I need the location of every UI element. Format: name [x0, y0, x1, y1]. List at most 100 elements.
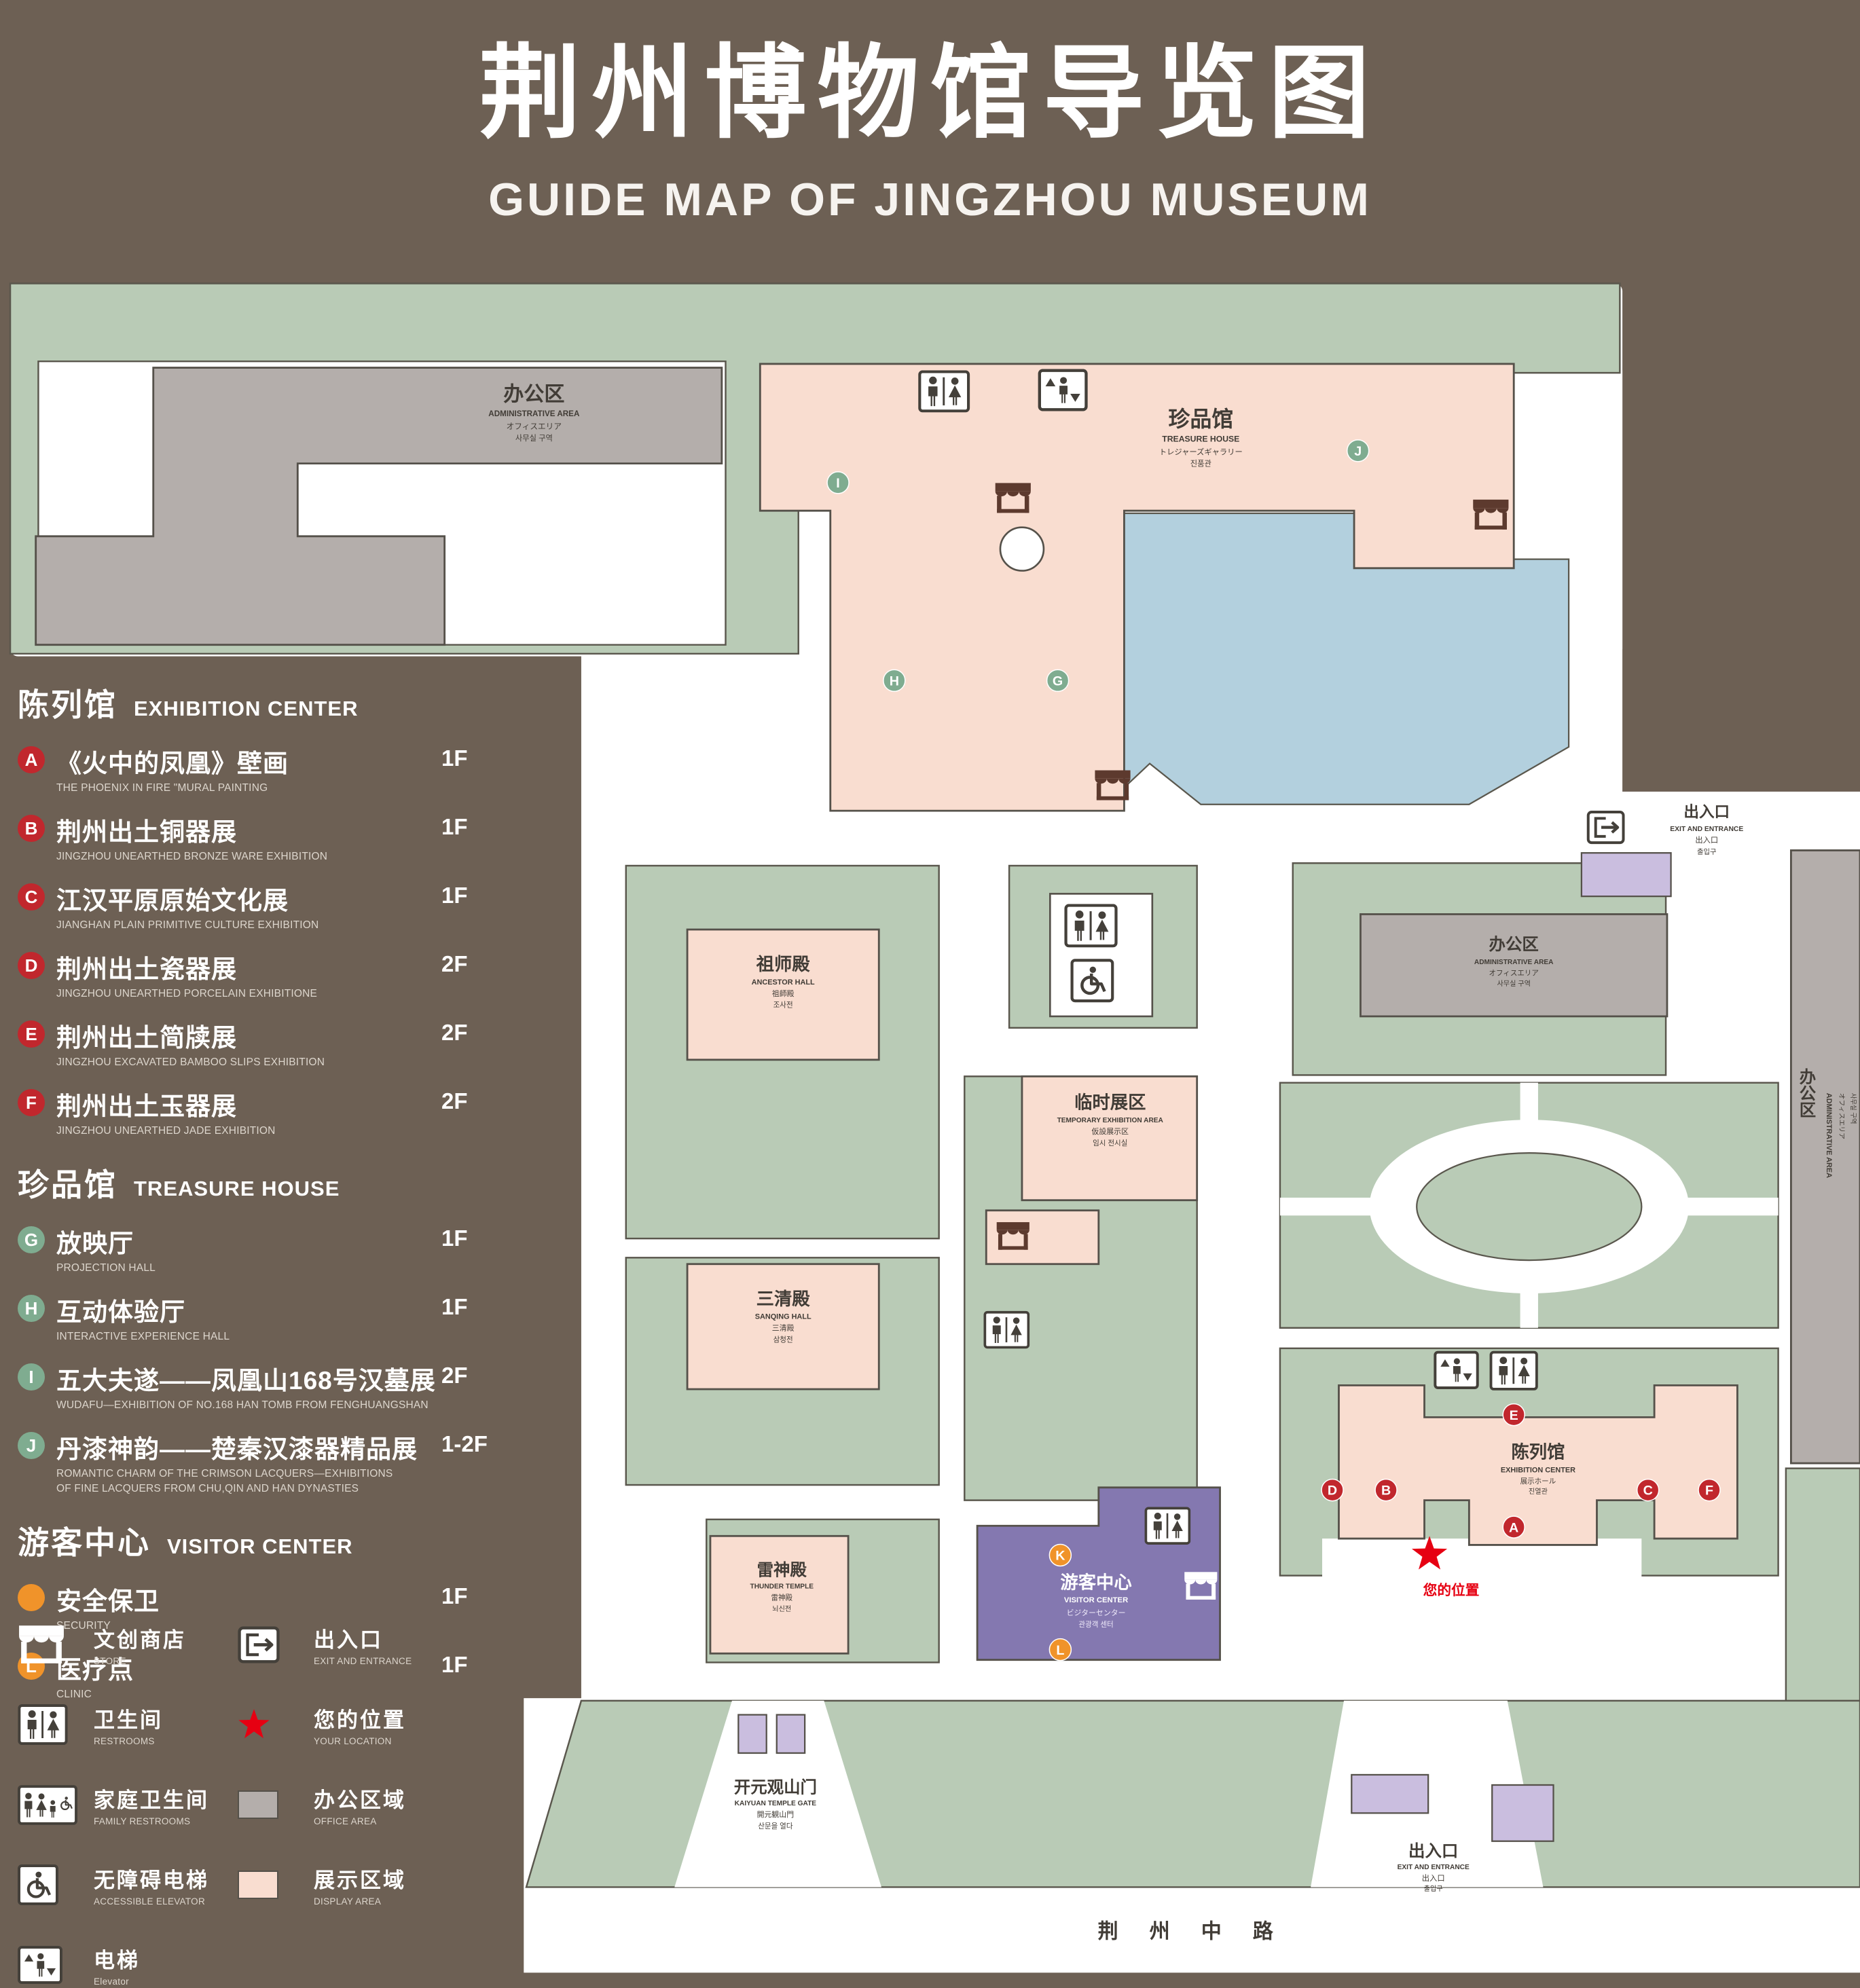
svg-text:祖師殿: 祖師殿 [772, 989, 795, 998]
map-marker-e: E [1502, 1403, 1525, 1426]
svg-text:산문을 열다: 산문을 열다 [758, 1822, 793, 1830]
svg-text:荆 州 中 路: 荆 州 中 路 [1098, 1921, 1286, 1943]
svg-text:출입구: 출입구 [1697, 847, 1717, 856]
marker-badge-b: B [18, 815, 45, 842]
svg-text:オフィスエリア: オフィスエリア [1838, 1093, 1846, 1139]
list-item-f: F 荆州出土玉器展 JINGZHOU UNEARTHED JADE EXHIBI… [18, 1086, 498, 1137]
list-item-l: L 医疗点 CLINIC 1F [18, 1649, 498, 1701]
restroom-icon [919, 371, 968, 411]
map-marker-a: A [1502, 1515, 1525, 1539]
svg-text:TREASURE HOUSE: TREASURE HOUSE [1162, 435, 1239, 444]
thunder-temple-building [709, 1534, 850, 1655]
marker-badge-k [18, 1584, 45, 1611]
floor-label: 1-2F [441, 1431, 488, 1456]
svg-text:KAIYUAN TEMPLE GATE: KAIYUAN TEMPLE GATE [735, 1800, 817, 1807]
marker-badge-i: I [18, 1363, 45, 1391]
svg-text:雷神殿: 雷神殿 [771, 1593, 792, 1602]
list-item-k: 安全保卫 SECURITY 1F [18, 1581, 498, 1632]
list-item-a: A 《火中的凤凰》壁画 THE PHOENIX IN FIRE "MURAL P… [18, 743, 498, 794]
gate-pad-2 [776, 1714, 806, 1754]
section-treasure-house: 珍品馆 TREASURE HOUSE [18, 1160, 498, 1205]
label-treasure-house: 珍品馆 TREASURE HOUSE トレジャーズギャラリー 진품관 [1159, 407, 1243, 468]
svg-text:临时展区: 临时展区 [1074, 1092, 1146, 1112]
list-item-b: B 荆州出土铜器展 JINGZHOU UNEARTHED BRONZE WARE… [18, 811, 498, 863]
svg-text:사무실 구역: 사무실 구역 [515, 434, 553, 443]
svg-text:珍品馆: 珍品馆 [1168, 407, 1233, 431]
svg-text:仮設展示区: 仮設展示区 [1092, 1126, 1129, 1136]
svg-text:開元観山門: 開元観山門 [757, 1809, 794, 1819]
label-exit-south: 出入口 EXIT AND ENTRANCE 出入口 출입구 [1398, 1841, 1470, 1893]
svg-text:三清殿: 三清殿 [756, 1289, 811, 1309]
svg-text:出入口: 出入口 [1408, 1841, 1458, 1860]
floor-label: 2F [441, 1363, 468, 1388]
map-marker-i: I [826, 471, 850, 494]
svg-text:EXHIBITION CENTER: EXHIBITION CENTER [1501, 1466, 1575, 1474]
accessible-elevator-icon [1072, 960, 1113, 1001]
elevator-icon [1040, 371, 1087, 410]
section-title-cn: 游客中心 [18, 1525, 151, 1560]
marker-badge-f: F [18, 1089, 45, 1116]
lawn-east-strip [1785, 1467, 1860, 1704]
admin-building-right [1360, 913, 1668, 1018]
svg-text:임시 전시실: 임시 전시실 [1093, 1139, 1127, 1147]
svg-text:办公区: 办公区 [503, 383, 564, 405]
display-area-swatch [238, 1871, 278, 1899]
svg-text:E: E [1510, 1408, 1518, 1423]
svg-text:C: C [1643, 1484, 1653, 1498]
svg-text:뇌신전: 뇌신전 [772, 1605, 791, 1613]
svg-text:I: I [836, 476, 839, 491]
label-thunder-temple: 雷神殿 THUNDER TEMPLE 雷神殿 뇌신전 [750, 1561, 814, 1614]
location-star-icon [238, 1709, 270, 1740]
svg-text:L: L [1056, 1643, 1064, 1658]
store-icon [18, 1623, 65, 1665]
svg-text:조사전: 조사전 [773, 1001, 793, 1010]
svg-text:トレジャーズギャラリー: トレジャーズギャラリー [1159, 447, 1243, 456]
temporary-exhibition-store [985, 1209, 1100, 1266]
label-sanqing-hall: 三清殿 SANQING HALL 三清殿 삼청전 [755, 1289, 812, 1344]
map-marker-k: K [1048, 1543, 1072, 1567]
svg-text:출입구: 출입구 [1424, 1884, 1443, 1893]
marker-badge-g: G [18, 1226, 45, 1253]
hall-index: 陈列馆 EXHIBITION CENTER A 《火中的凤凰》壁画 THE PH… [18, 680, 498, 1718]
svg-text:ADMINISTRATIVE AREA: ADMINISTRATIVE AREA [1825, 1093, 1833, 1178]
entrance-pad-south-1 [1351, 1773, 1429, 1814]
marker-badge-l: L [18, 1653, 45, 1680]
list-item-g: G 放映厅 PROJECTION HALL 1F [18, 1223, 498, 1274]
accessible-elevator-icon [18, 1864, 58, 1905]
svg-text:三清殿: 三清殿 [772, 1324, 795, 1333]
svg-text:ADMINISTRATIVE AREA: ADMINISTRATIVE AREA [488, 409, 580, 418]
map-marker-g: G [1046, 669, 1070, 693]
svg-text:H: H [890, 674, 899, 688]
section-title-cn: 珍品馆 [18, 1167, 117, 1202]
map-marker-l: L [1048, 1638, 1072, 1661]
garden-paths [1279, 1082, 1779, 1328]
floor-label: 2F [441, 1020, 468, 1045]
svg-text:出入口: 出入口 [1695, 835, 1718, 845]
label-ancestor-hall: 祖师殿 ANCESTOR HALL 祖師殿 조사전 [752, 954, 815, 1010]
floor-label: 2F [441, 951, 468, 976]
svg-text:사무실 구역: 사무실 구역 [1850, 1093, 1857, 1124]
floor-label: 1F [441, 1652, 468, 1677]
svg-text:TEMPORARY EXHIBITION AREA: TEMPORARY EXHIBITION AREA [1057, 1117, 1164, 1124]
svg-text:진품관: 진품관 [1190, 459, 1211, 468]
svg-text:ADMINISTRATIVE AREA: ADMINISTRATIVE AREA [1474, 959, 1554, 966]
label-temporary-exhibition: 临时展区 TEMPORARY EXHIBITION AREA 仮設展示区 임시 … [1057, 1092, 1164, 1147]
marker-badge-e: E [18, 1020, 45, 1048]
restroom-icon [1146, 1508, 1189, 1543]
svg-text:관광객 센터: 관광객 센터 [1078, 1621, 1113, 1629]
admin-building-northwest [35, 367, 723, 646]
exit-icon [1588, 812, 1624, 843]
gate-gap [674, 1700, 882, 1888]
list-item-c: C 江汉平原原始文化展 JIANGHAN PLAIN PRIMITIVE CUL… [18, 880, 498, 932]
sanqing-hall-building [686, 1263, 880, 1391]
marker-badge-d: D [18, 952, 45, 979]
treasure-house-rotunda [999, 526, 1045, 572]
restroom-icon [1066, 906, 1116, 946]
map-marker-c: C [1636, 1478, 1660, 1502]
